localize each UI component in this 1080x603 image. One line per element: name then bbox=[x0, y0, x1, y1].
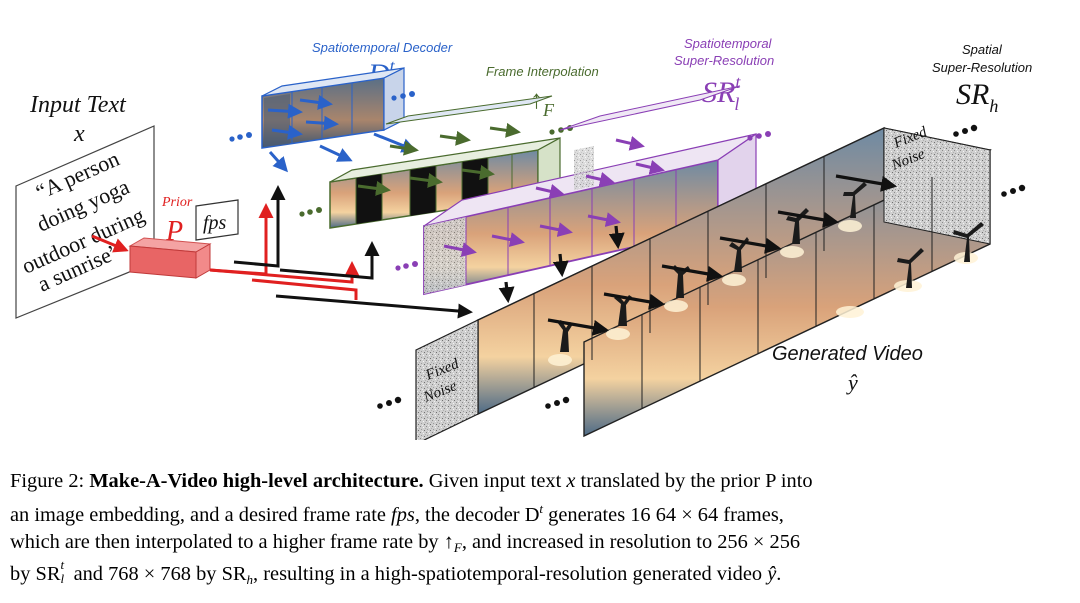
prior-block bbox=[128, 237, 212, 279]
interp-label: Frame Interpolation bbox=[486, 64, 599, 79]
input-var: x bbox=[73, 121, 85, 147]
prior-symbol: P bbox=[165, 216, 183, 247]
srl-label-line2: Super-Resolution bbox=[674, 53, 774, 68]
fps-label: fps bbox=[203, 212, 227, 234]
caption-line-2: an image embedding, and a desired frame … bbox=[10, 501, 784, 526]
decoder-label: Spatiotemporal Decoder bbox=[312, 40, 453, 55]
fps-box bbox=[195, 199, 239, 241]
caption-line-1: Figure 2: Make-A-Video high-level archit… bbox=[10, 470, 813, 492]
caption-line-3: which are then interpolated to a higher … bbox=[10, 531, 801, 555]
input-text-label: Input Text bbox=[29, 92, 127, 118]
generated-video-label: Generated Video bbox=[772, 343, 923, 365]
figure-caption: Figure 2: Make-A-Video high-level archit… bbox=[10, 468, 1072, 593]
interp-arrows bbox=[357, 122, 521, 196]
input-to-prior-arrow bbox=[91, 234, 129, 253]
srh-dots bbox=[377, 124, 1026, 409]
srh-label-line2: Super-Resolution bbox=[932, 60, 1032, 75]
decoder-dots bbox=[229, 91, 415, 142]
decoder-arrows bbox=[267, 94, 417, 173]
caption-title: Make-A-Video high-level architecture. bbox=[89, 470, 424, 492]
srh-symbol: SRh bbox=[956, 78, 998, 116]
srh-arrows bbox=[498, 174, 898, 336]
generated-video-var: ŷ bbox=[846, 370, 858, 395]
srh-label-line1: Spatial bbox=[962, 42, 1003, 57]
fixed-noise-bottom-box bbox=[415, 319, 479, 440]
figure-number: Figure 2: bbox=[10, 470, 85, 492]
architecture-diagram: Input Text x “A person doing yoga outdoo… bbox=[15, 36, 1032, 440]
prior-label: Prior bbox=[161, 195, 193, 210]
srl-arrows bbox=[443, 135, 665, 258]
prior-conditioning-lines bbox=[209, 203, 360, 300]
srl-label-line1: Spatiotemporal bbox=[684, 36, 773, 51]
srl-dots bbox=[395, 131, 771, 271]
fps-conditioning-lines bbox=[233, 185, 473, 319]
